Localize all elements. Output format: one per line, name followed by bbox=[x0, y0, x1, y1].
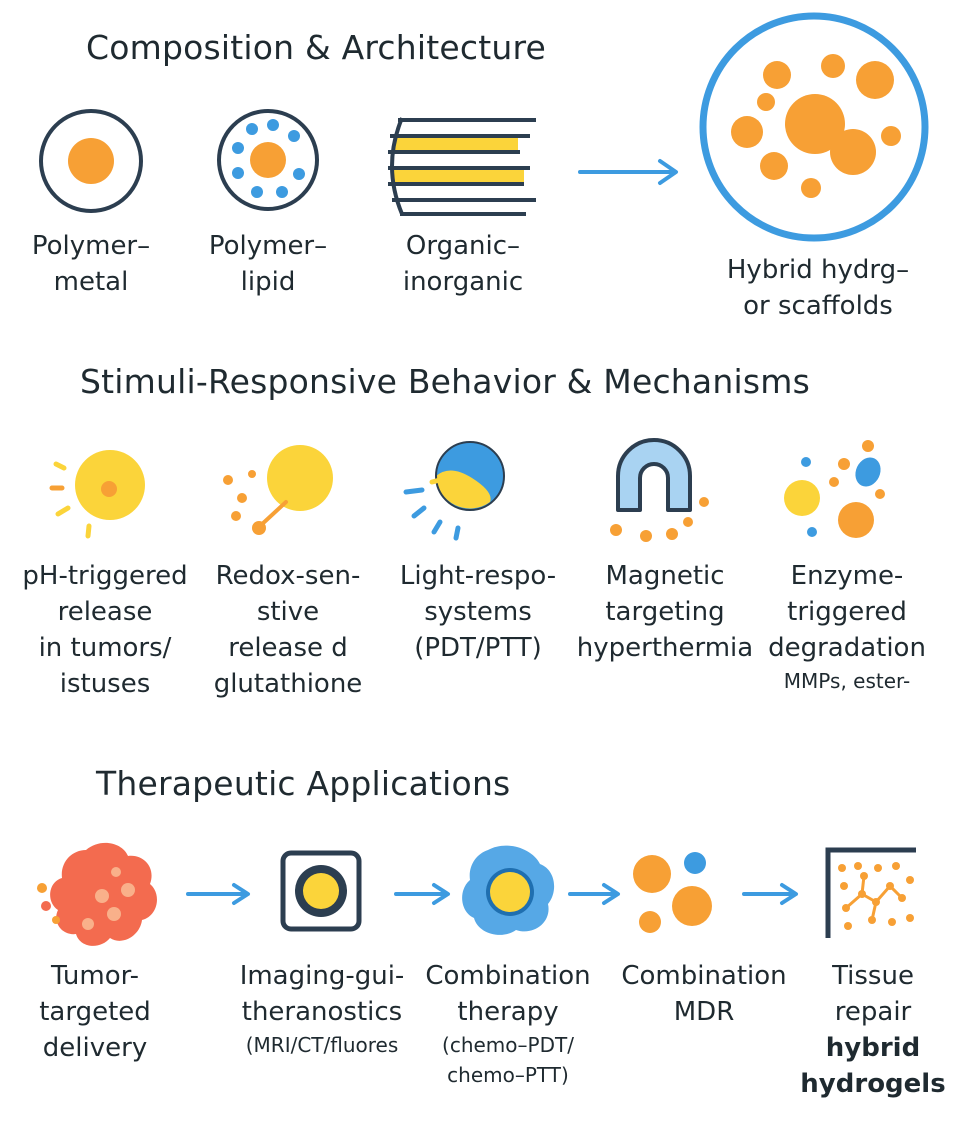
arrow-right-icon bbox=[394, 883, 450, 905]
enzyme-icon bbox=[784, 440, 885, 538]
label-line-bold: hybrid bbox=[825, 1033, 921, 1063]
label-redox-sensitive: Redox-sen- stive release d glutathione bbox=[198, 558, 378, 702]
label-combination-mdr: Combination MDR bbox=[614, 958, 794, 1030]
polymer-metal-icon bbox=[39, 109, 143, 213]
label-combination-therapy: Combination therapy (chemo–PDT/ chemo–PT… bbox=[418, 958, 598, 1090]
polymer-lipid-icon bbox=[217, 109, 319, 211]
label-organic-inorganic: Organic– inorganic bbox=[383, 228, 543, 300]
ph-trigger-icon bbox=[49, 450, 145, 539]
label-line: Enzyme- bbox=[790, 561, 904, 591]
label-line: delivery bbox=[42, 1033, 148, 1063]
label-line: Organic– bbox=[405, 231, 521, 261]
label-line: Tumor- bbox=[50, 961, 140, 991]
label-line: glutathione bbox=[213, 669, 363, 699]
label-imaging-guided: Imaging-gui- theranostics (MRI/CT/fluore… bbox=[222, 958, 422, 1060]
label-hybrid-scaffolds: Hybrid hydrg– or scaffolds bbox=[718, 252, 918, 324]
label-line: MDR bbox=[673, 997, 735, 1027]
light-response-icon bbox=[403, 441, 505, 541]
label-note: (MRI/CT/fluores bbox=[245, 1033, 399, 1057]
label-note: chemo–PTT) bbox=[447, 1063, 569, 1087]
magnet-icon bbox=[610, 438, 709, 542]
label-line: Combination bbox=[425, 961, 591, 991]
label-line: Polymer– bbox=[31, 231, 151, 261]
label-line: release bbox=[57, 597, 153, 627]
label-note: (chemo–PDT/ bbox=[442, 1033, 574, 1057]
label-line: Redox-sen- bbox=[215, 561, 361, 591]
label-line: istuses bbox=[59, 669, 151, 699]
label-enzyme-triggered: Enzyme- triggered degradation MMPs, este… bbox=[752, 558, 942, 696]
label-line: repair bbox=[834, 997, 912, 1027]
label-line: inorganic bbox=[402, 267, 524, 297]
label-tumor-targeted: Tumor- targeted delivery bbox=[10, 958, 180, 1066]
combination-therapy-icon bbox=[462, 845, 555, 935]
label-line: or scaffolds bbox=[743, 291, 893, 321]
label-line: therapy bbox=[457, 997, 559, 1027]
label-line: stive bbox=[256, 597, 320, 627]
label-line: Imaging-gui- bbox=[239, 961, 405, 991]
label-line: hyperthermia bbox=[576, 633, 754, 663]
label-line: release d bbox=[228, 633, 348, 663]
label-line: Hybrid hydrg– bbox=[726, 255, 910, 285]
label-line: (PDT/PTT) bbox=[414, 633, 542, 663]
label-line: targeting bbox=[605, 597, 725, 627]
section-title-composition: Composition & Architecture bbox=[86, 28, 547, 67]
label-line-bold: hydrogels bbox=[800, 1069, 946, 1099]
section-title-stimuli: Stimuli-Responsive Behavior & Mechanisms bbox=[80, 362, 810, 401]
label-polymer-metal: Polymer– metal bbox=[21, 228, 161, 300]
layered-structure-icon bbox=[388, 117, 536, 216]
label-line: Polymer– bbox=[208, 231, 328, 261]
label-line: Magnetic bbox=[605, 561, 725, 591]
arrow-right-icon bbox=[186, 883, 250, 905]
arrow-right-icon bbox=[568, 883, 620, 905]
label-line: in tumors/ bbox=[38, 633, 172, 663]
arrow-right-icon bbox=[742, 883, 798, 905]
label-line: Tissue bbox=[832, 961, 914, 991]
label-line: systems bbox=[424, 597, 532, 627]
label-tissue-repair: Tissue repair hybrid hydrogels bbox=[790, 958, 956, 1102]
label-line: triggered bbox=[787, 597, 907, 627]
tissue-repair-icon bbox=[825, 847, 916, 938]
label-line: Light-respo- bbox=[399, 561, 557, 591]
label-line: Combination bbox=[621, 961, 787, 991]
tumor-icon bbox=[37, 842, 157, 946]
imaging-icon bbox=[280, 850, 362, 932]
mdr-icon bbox=[633, 852, 712, 933]
label-polymer-lipid: Polymer– lipid bbox=[198, 228, 338, 300]
label-line: lipid bbox=[240, 267, 296, 297]
label-magnetic-targeting: Magnetic targeting hyperthermia bbox=[570, 558, 760, 666]
redox-icon bbox=[223, 445, 333, 535]
label-light-responsive: Light-respo- systems (PDT/PTT) bbox=[388, 558, 568, 666]
arrow-right-icon bbox=[578, 159, 678, 185]
hybrid-scaffold-icon bbox=[699, 12, 929, 242]
label-line: degradation bbox=[768, 633, 926, 663]
label-line: pH-triggered bbox=[22, 561, 188, 591]
label-line: targeted bbox=[39, 997, 151, 1027]
label-line: metal bbox=[53, 267, 129, 297]
section-title-therapeutic: Therapeutic Applications bbox=[96, 764, 511, 803]
label-note: MMPs, ester- bbox=[783, 669, 911, 693]
label-ph-triggered: pH-triggered release in tumors/ istuses bbox=[10, 558, 200, 702]
label-line: theranostics bbox=[241, 997, 403, 1027]
